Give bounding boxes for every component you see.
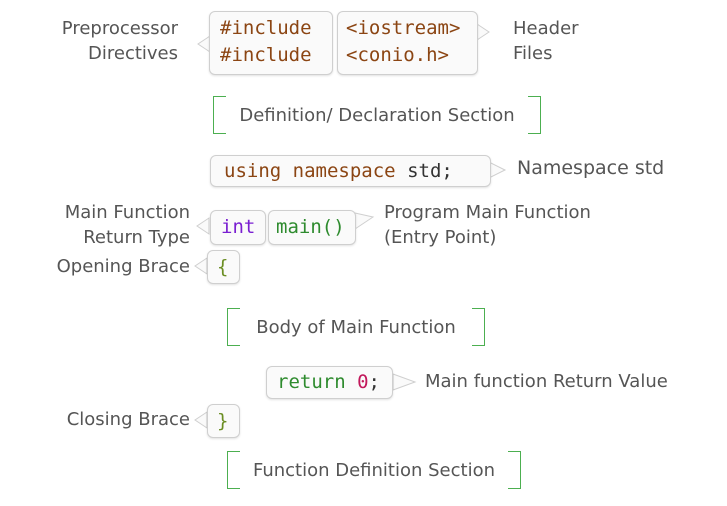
closing-brace: } [217,410,229,432]
body-main-section: Body of Main Function [227,308,485,346]
preprocessor-directives-label: Preprocessor Directives [62,16,178,66]
namespace-keyword: namespace [292,160,396,182]
opening-brace: { [217,256,229,278]
program-main-pointer-icon [354,212,375,230]
namespace-semicolon: ; [441,160,453,182]
main-code-box: main() [268,210,356,245]
header-iostream: <iostream> [346,17,461,39]
return-keyword: return [277,371,346,393]
preprocessor-line-1: Preprocessor [61,18,178,39]
header-files-line-1: Header [513,18,579,39]
main-return-value-label: Main function Return Value [425,371,668,392]
header-files-code-box: <iostream> <conio.h> [337,11,478,75]
return-value-pointer-icon [392,373,417,391]
body-main-label: Body of Main Function [256,316,456,338]
opening-brace-label: Opening Brace [56,256,190,277]
program-main-line-2: (Entry Point) [384,227,497,248]
include-directive-2: #include [220,44,312,66]
definition-declaration-label: Definition/ Declaration Section [239,104,515,126]
function-definition-label: Function Definition Section [252,459,496,481]
return-type-pointer-icon [196,217,210,235]
return-semicolon: ; [368,371,380,393]
header-files-line-2: Files [513,43,553,64]
closing-brace-box: } [207,404,240,438]
main-function-call: main() [276,216,345,238]
main-return-type-line-2: Return Type [83,227,190,248]
definition-declaration-section: Definition/ Declaration Section [213,96,541,134]
closing-brace-label: Closing Brace [66,409,190,430]
header-files-label: Header Files [513,16,579,66]
return-zero: 0 [357,371,369,393]
include-directive-1: #include [220,17,312,39]
opening-brace-box: { [207,250,240,284]
program-main-function-label: Program Main Function (Entry Point) [384,200,591,250]
int-code-box: int [210,210,266,245]
return-code-box: return 0; [266,366,393,399]
function-definition-section: Function Definition Section [227,451,521,489]
namespace-pointer-icon [488,161,507,179]
header-conio: <conio.h> [346,44,449,66]
using-keyword: using [224,160,282,182]
int-keyword: int [221,216,256,238]
preprocessor-line-2: Directives [88,43,178,64]
header-files-pointer-icon [476,23,490,41]
namespace-code-box: using namespace std; [210,155,491,187]
include-code-box: #include #include [209,11,333,75]
namespace-std-label: Namespace std [517,157,665,179]
program-main-line-1: Program Main Function [384,202,591,223]
main-return-type-line-1: Main Function [64,202,190,223]
std-keyword: std [407,160,442,182]
main-return-type-label: Main Function Return Type [65,200,190,250]
